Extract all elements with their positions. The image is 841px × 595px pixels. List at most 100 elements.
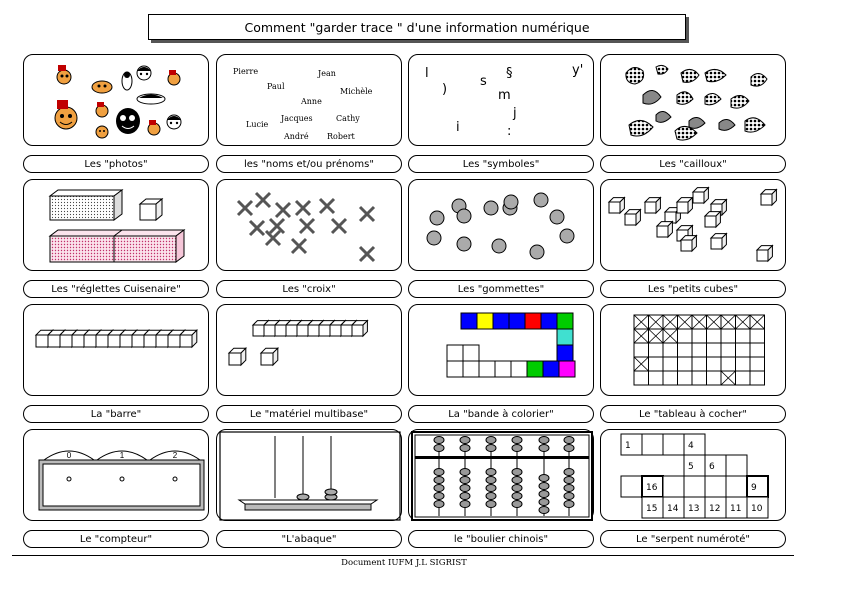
strip-cell [476,312,494,330]
grid-cell [749,342,765,358]
barre-panel [23,304,209,396]
snake-number: 16 [646,483,658,493]
strip-cell [462,360,480,378]
cross-mark [236,199,254,217]
counter-digit: 1 [120,451,125,460]
label-bande: La "bande à colorier" [408,405,594,423]
check-mark [677,314,693,330]
abaque-base [237,499,379,505]
boulier-bead [433,436,445,444]
boulier-bead [485,484,497,492]
snake-number: 15 [646,504,657,514]
boulier-bead [485,444,497,452]
grid-cell [677,328,693,344]
grid-cell [720,356,736,372]
coloring-strip-illustration [446,312,576,378]
counter-hole [66,476,72,482]
snake-cell [725,454,748,477]
strip-cell [556,328,574,346]
strip-cell [446,360,464,378]
grid-cell [706,342,722,358]
abaque-panel [216,429,402,521]
boulier-bead [485,436,497,444]
tableau-panel [600,304,786,396]
snake-cell [662,433,685,456]
strip-cell [478,360,496,378]
grid-cell [749,356,765,372]
cube [759,188,778,207]
cube [709,232,728,251]
snake-number: 14 [667,504,679,514]
boulier-bead [511,468,523,476]
boulier-bead [563,484,575,492]
counter-hole [119,476,125,482]
strip-cell [556,344,574,362]
pebble [744,117,766,133]
label-compteur: Le "compteur" [23,530,209,548]
cube [691,186,710,205]
boulier-bead [538,482,550,490]
face-icon [147,120,161,136]
cube [643,196,662,215]
cross-mark [318,197,336,215]
boulier-bead [511,492,523,500]
boulier-bead [538,506,550,514]
cube [703,210,722,229]
boulier-bead [459,500,471,508]
snake-cell [725,475,748,498]
counter-digit: 0 [67,451,72,460]
cube [259,346,280,367]
crosses-illustration [236,191,376,263]
grid-cell [648,356,664,372]
grid-cell [691,328,707,344]
snake-cell [620,475,643,498]
face-icon [136,65,152,81]
cube [679,234,698,253]
petits-cubes-panel [600,179,786,271]
gommettes-panel [408,179,594,271]
cube [178,328,199,349]
snake-number: 5 [688,462,694,472]
boulier-bead [511,444,523,452]
cross-mark [248,219,266,237]
symbol-text: s [480,74,487,89]
grid-cell [691,370,707,386]
boulier-bead [538,490,550,498]
counter-hole [172,476,178,482]
name-text: Lucie [246,120,269,129]
cube [655,220,674,239]
pebbles-illustration [625,64,768,141]
strip-cell [524,312,542,330]
check-mark [633,314,649,330]
cross-mark [330,217,348,235]
boulier-bead [485,468,497,476]
name-text: Pierre [233,67,258,76]
pebble [688,117,706,129]
strip-cell [542,360,560,378]
boulier-bead [485,492,497,500]
cuisenaire-rods-illustration [48,189,186,263]
snake-number: 12 [709,504,720,514]
boulier-bead [511,436,523,444]
boulier-bead [433,476,445,484]
cross-mark [294,199,312,217]
symbol-text: ) [442,82,447,97]
boulier-bead [538,498,550,506]
snake-cell [641,433,664,456]
label-barre: La "barre" [23,405,209,423]
chinese-abacus-illustration [411,431,593,521]
grid-cell [706,370,722,386]
label-croix: Les "croix" [216,280,402,298]
sticker-dot [549,209,565,225]
grid-cell [749,328,765,344]
photos-illustration [54,65,182,139]
check-mark [633,328,649,344]
grid-cell [662,356,678,372]
grid-cell [677,356,693,372]
sticker-dot [456,236,472,252]
check-mark [648,328,664,344]
sticker-dot [533,192,549,208]
boulier-bead [511,500,523,508]
pebble [674,126,698,141]
